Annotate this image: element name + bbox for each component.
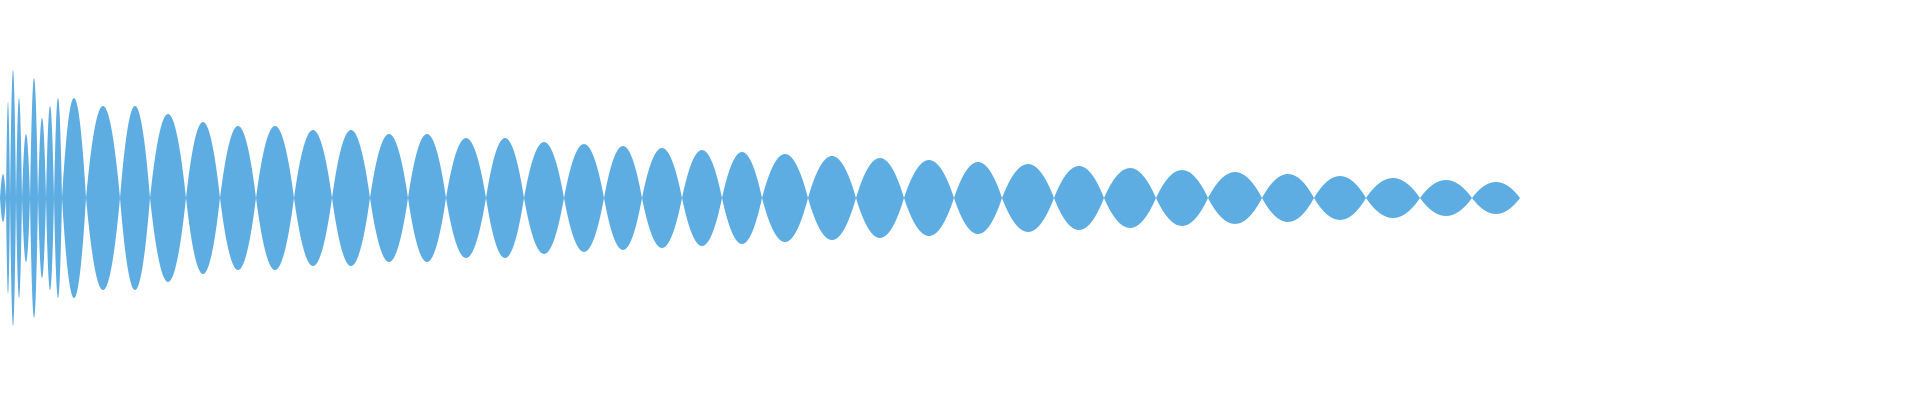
waveform-shape: [0, 70, 1520, 326]
